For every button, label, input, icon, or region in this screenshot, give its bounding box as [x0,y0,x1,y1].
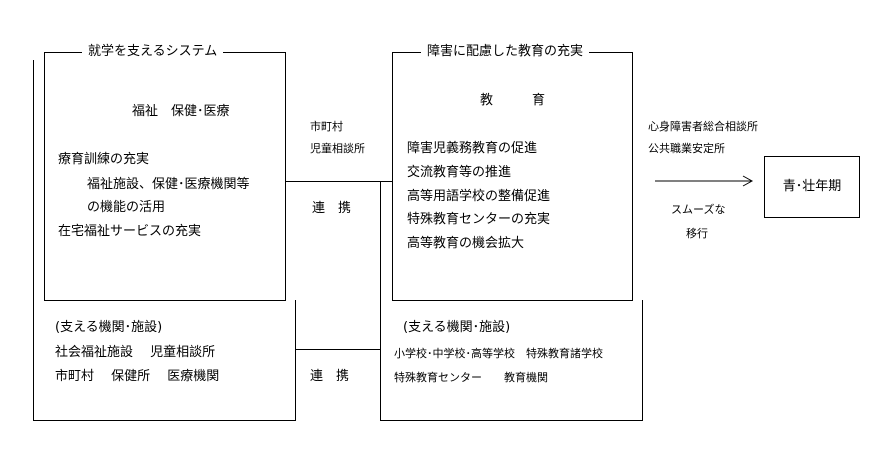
right-label-1: 心身障害者総合相談所 [648,120,758,133]
left-support-line-2: 市町村 保健所 医療機関 [55,369,220,384]
center-item-3: 高等用語学校の整備促進 [407,189,551,204]
left-item-4: 在宅福祉サービスの充実 [58,224,202,239]
left-support-line-1: 社会福祉施設 児童相談所 [55,345,216,360]
left-item-1: 療育訓練の充実 [58,152,150,167]
center-heading: 教 育 [480,93,546,108]
center-item-1: 障害児義務教育の促進 [407,141,538,156]
center-support-label: (支える機関･施設) [403,320,511,335]
left-heading: 福祉 保健･医療 [132,104,230,119]
lower-link-line [296,349,381,350]
left-outer-left-edge [33,60,34,421]
center-outer-bottom-edge [380,420,643,421]
left-outer-right-edge [295,300,296,421]
center-item-4: 特殊教育センターの充実 [407,212,551,227]
link-label-upper: 連 携 [312,201,352,216]
center-support-line-1: 小学校･中学校･高等学校 特殊教育諸学校 [394,347,603,360]
left-item-3: の機能の活用 [87,200,166,215]
center-item-2: 交流教育等の推進 [407,165,512,180]
transition-label-2: 移行 [686,227,708,240]
left-system-title: 就学を支えるシステム [82,44,224,60]
transition-label-1: スムーズな [671,203,726,216]
arrow-right-icon [655,175,754,187]
middle-label-1: 市町村 [310,120,343,133]
upper-link-line [286,181,393,182]
right-label-2: 公共職業安定所 [648,142,725,155]
center-item-5: 高等教育の機会拡大 [407,236,525,251]
center-education-title: 障害に配慮した教育の充実 [421,44,590,60]
adult-stage-label: 青･壮年期 [782,179,842,194]
center-support-line-2: 特殊教育センター 教育機関 [394,371,548,384]
middle-label-2: 児童相談所 [310,142,365,155]
left-support-label: (支える機関･施設) [55,320,163,335]
center-outer-left-edge [380,182,381,421]
left-outer-bottom-edge [33,420,296,421]
center-outer-right-edge [642,300,643,421]
adult-stage-box [764,156,860,218]
link-label-lower: 連 携 [310,369,350,384]
left-item-2: 福祉施設、保健･医療機関等 [87,177,250,192]
